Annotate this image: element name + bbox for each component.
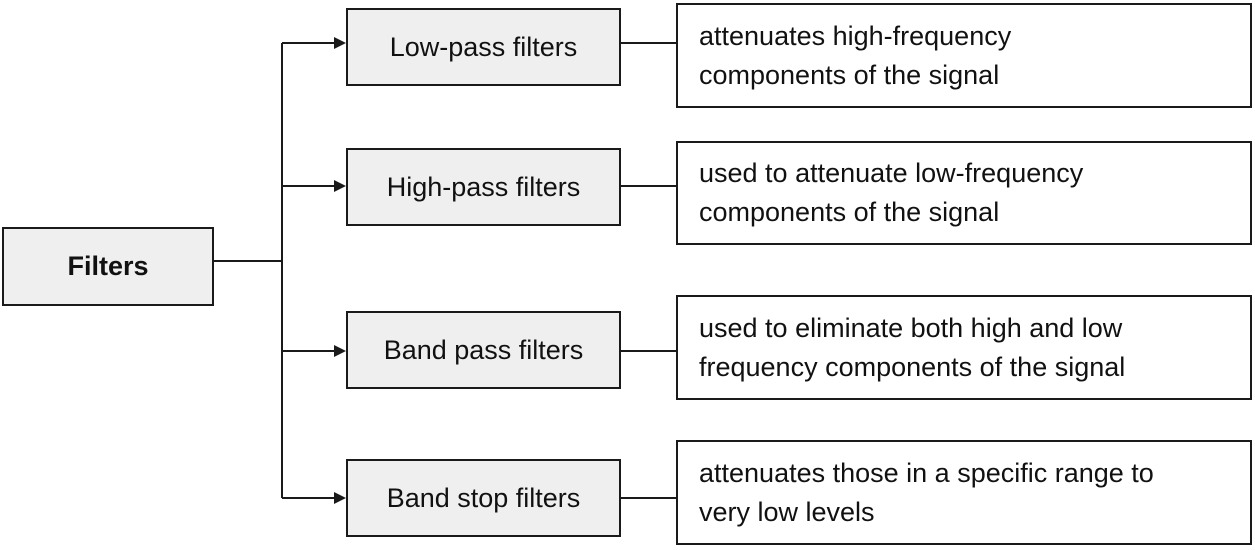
root-node: Filters [2,227,214,306]
root-label: Filters [67,251,149,281]
band-pass-node: Band pass filters [346,311,621,389]
band-stop-description-box: attenuates those in a specific range to … [676,440,1252,545]
low-pass-node: Low-pass filters [346,8,621,86]
band-stop-label: Band stop filters [386,482,581,513]
low-pass-description-box: attenuates high-frequency components of … [676,3,1252,108]
band-pass-description: used to eliminate both high and low freq… [699,312,1126,382]
high-pass-label: High-pass filters [386,171,581,202]
high-pass-description: used to attenuate low-frequency componen… [699,158,1084,227]
band-stop-description: attenuates those in a specific range to … [699,457,1154,527]
band-pass-label: Band pass filters [383,334,584,365]
high-pass-node: High-pass filters [346,148,621,226]
band-stop-node: Band stop filters [346,459,621,537]
band-pass-description-box: used to eliminate both high and low freq… [676,295,1252,400]
low-pass-label: Low-pass filters [389,31,578,62]
low-pass-description: attenuates high-frequency components of … [699,20,1012,90]
high-pass-description-box: used to attenuate low-frequency componen… [676,141,1252,245]
